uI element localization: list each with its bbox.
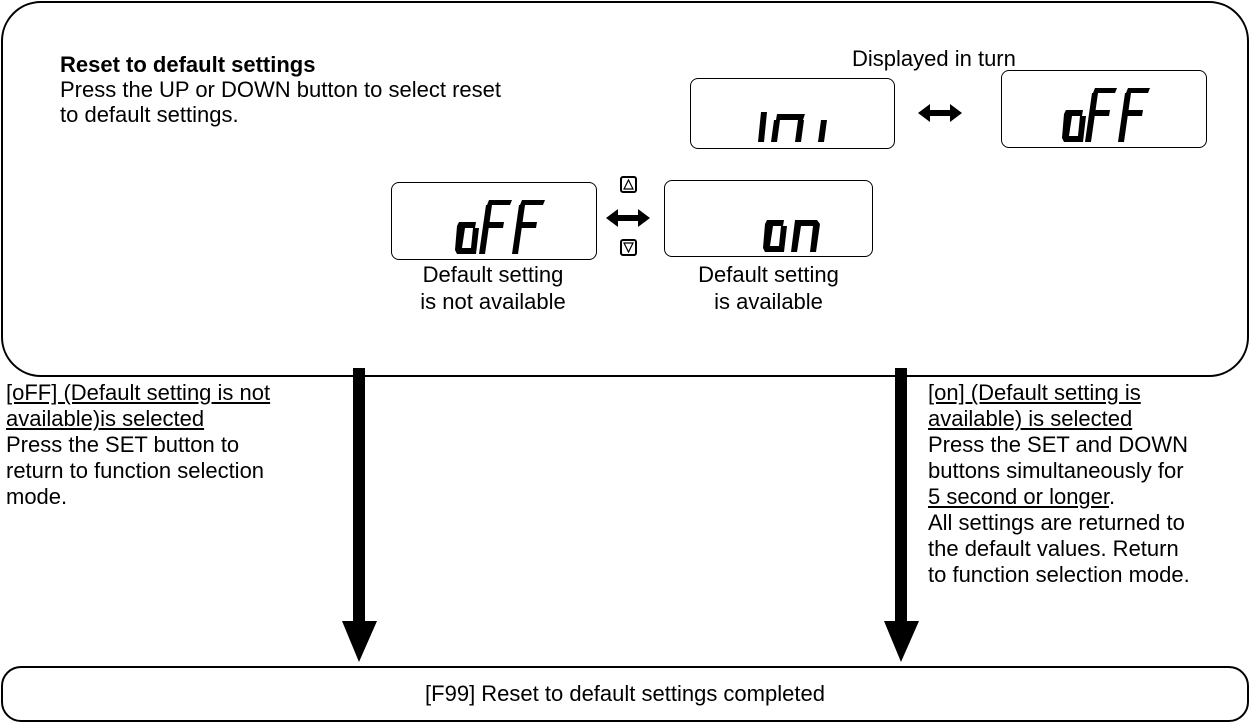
caption-off-line-2: is not available bbox=[420, 289, 566, 314]
left-branch-body-2: return to function selection bbox=[6, 458, 265, 483]
right-branch-body-1: Press the SET and DOWN bbox=[928, 432, 1189, 457]
panel-title: Reset to default settings bbox=[60, 52, 316, 77]
instruction-line-1: Press the UP or DOWN button to select re… bbox=[60, 77, 501, 102]
lcd-display-on bbox=[664, 180, 873, 257]
duration-period: . bbox=[1109, 484, 1116, 509]
caption-off-line-1: Default setting bbox=[422, 262, 564, 287]
right-branch-heading-line-2: available) is selected bbox=[928, 406, 1133, 431]
left-branch-body-3: mode. bbox=[6, 484, 68, 509]
duration-underlined: 5 second or longer bbox=[928, 484, 1110, 509]
down-button-icon[interactable] bbox=[620, 239, 637, 256]
right-branch-body-4: All settings are returned to bbox=[928, 510, 1185, 535]
toggle-double-arrow-icon bbox=[606, 208, 650, 228]
left-branch-body-1: Press the SET button to bbox=[6, 432, 240, 457]
instruction-line-2: to default settings. bbox=[60, 102, 239, 127]
lcd-digits-off bbox=[455, 200, 545, 254]
right-branch-body-5: the default values. Return bbox=[928, 536, 1179, 561]
result-text: [F99] Reset to default settings complete… bbox=[425, 681, 825, 706]
right-branch-body-6: to function selection mode. bbox=[928, 562, 1190, 587]
lcd-digits-ini bbox=[758, 112, 827, 142]
right-down-arrow-icon bbox=[882, 368, 922, 663]
up-button-icon[interactable] bbox=[620, 176, 637, 193]
lcd-digits-on bbox=[763, 220, 820, 252]
right-branch-body-2: buttons simultaneously for bbox=[928, 458, 1184, 483]
right-branch-heading-line-1: [on] (Default setting is bbox=[928, 380, 1141, 405]
lcd-display-off bbox=[391, 182, 597, 260]
result-panel bbox=[1, 666, 1249, 722]
right-branch-body-3: 5 second or longer. bbox=[928, 484, 1115, 510]
left-branch-heading-line-1: [oFF] (Default setting is not bbox=[6, 380, 271, 405]
lcd-display-ini bbox=[690, 78, 895, 149]
lcd-digits-off-alternate bbox=[1062, 88, 1150, 142]
left-down-arrow-icon bbox=[340, 368, 380, 663]
reset-panel bbox=[1, 1, 1249, 377]
displayed-in-turn-label: Displayed in turn bbox=[852, 46, 1016, 71]
caption-on-line-2: is available bbox=[714, 289, 823, 314]
caption-on-line-1: Default setting bbox=[698, 262, 839, 287]
left-branch-heading-line-2: available)is selected bbox=[6, 406, 205, 431]
double-arrow-icon bbox=[918, 103, 962, 123]
lcd-display-off-alternate bbox=[1001, 70, 1207, 148]
